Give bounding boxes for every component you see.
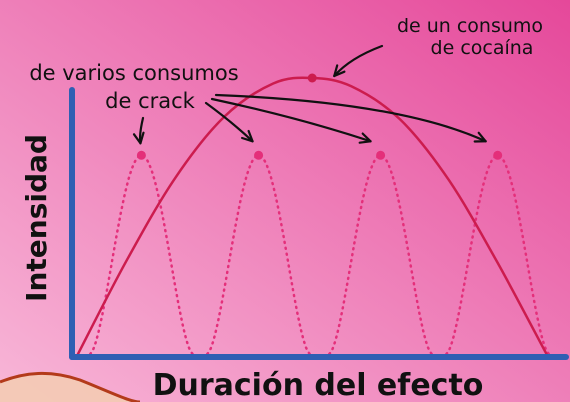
annotation-crack-line2: de crack <box>105 89 196 113</box>
annotation-crack-line1: de varios consumos <box>29 61 238 85</box>
annotation-arrow-crack-1 <box>132 116 145 145</box>
annotation-arrow-crack-3 <box>210 97 372 144</box>
annotation-cocaina-line2: de cocaína <box>431 37 534 59</box>
crack-peak-point-1 <box>136 150 146 160</box>
annotation-arrow-crack-2 <box>204 101 254 143</box>
crack-peak-point-2 <box>254 150 264 160</box>
annotation-arrow-cocaine-head <box>333 64 346 78</box>
crack-dose-curve-2 <box>206 153 312 356</box>
crack-dose-curve-3 <box>328 153 434 356</box>
annotation-cocaina-line1: de un consumo <box>397 15 543 37</box>
annotation-arrow-crack-4 <box>214 93 487 143</box>
y-axis-label: Intensidad <box>20 134 53 302</box>
annotation-arrow-crack-4-head <box>473 131 487 143</box>
crack-peak-point-3 <box>376 150 386 160</box>
annotation-arrow-crack-2-shaft <box>204 101 254 143</box>
crack-dose-curve-1 <box>88 153 194 356</box>
decorative-wave-edge <box>0 372 141 402</box>
x-axis-label: Duración del efecto <box>153 368 484 402</box>
annotation-arrow-crack-4-shaft <box>214 93 487 143</box>
annotation-arrow-crack-2-head <box>241 129 254 143</box>
annotation-arrow-cocaine-shaft <box>333 44 384 78</box>
annotation-arrow-crack-3-head <box>358 132 372 144</box>
crack-peak-point-4 <box>493 150 503 160</box>
crack-dose-curve-4 <box>445 153 551 356</box>
annotation-arrow-crack-1-head <box>132 131 145 145</box>
annotation-arrow-crack-3-shaft <box>210 97 372 143</box>
decorative-wave <box>0 373 140 402</box>
annotation-arrow-cocaine <box>333 44 384 78</box>
cocaine-peak-point <box>307 73 317 83</box>
